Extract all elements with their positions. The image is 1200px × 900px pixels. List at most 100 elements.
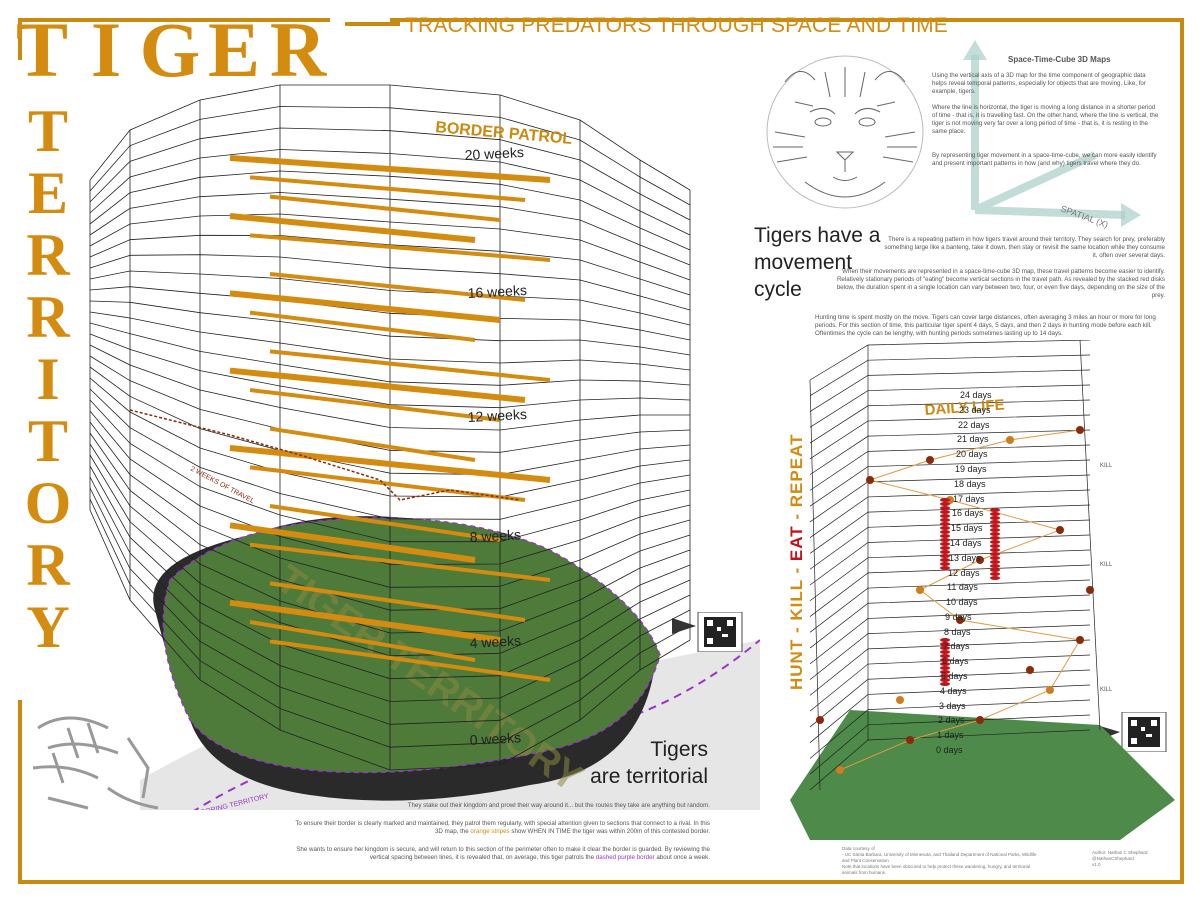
stacked-red-disk <box>940 550 950 554</box>
border-patrol-stripe <box>229 599 501 643</box>
cube-ring <box>809 534 1091 586</box>
stacked-red-disk <box>940 562 950 566</box>
stacked-red-disk <box>990 548 1000 552</box>
subtitle-rule <box>345 22 400 26</box>
stacked-red-disk <box>940 538 950 542</box>
cube-ring <box>89 509 691 771</box>
cube-ring <box>89 432 691 611</box>
cube-ring <box>89 399 691 543</box>
cube-ring <box>809 684 1091 743</box>
day-label: 11 days <box>947 582 978 593</box>
day-label: 16 days <box>952 508 984 519</box>
cube-ring <box>809 549 1091 602</box>
day-label: 1 days <box>937 730 964 741</box>
location-disk <box>916 586 924 594</box>
border-patrol-stripe <box>269 504 501 542</box>
cube-ring <box>89 234 691 296</box>
stacked-red-disk <box>940 546 950 550</box>
title-letter: T <box>27 98 69 164</box>
day-label: 5 days <box>941 671 968 682</box>
qr-code-border[interactable] <box>672 612 752 652</box>
day-label: 24 days <box>960 390 992 400</box>
cube-ring <box>89 454 691 657</box>
location-disk <box>1076 636 1084 644</box>
border-patrol-stripe <box>249 310 476 342</box>
cube-ring <box>89 487 691 725</box>
stacked-red-disk <box>990 508 1000 512</box>
title-letter: G <box>139 6 201 93</box>
location-disk <box>1046 686 1054 694</box>
cube-ring <box>809 504 1091 554</box>
day-label: 2 days <box>938 715 965 726</box>
stacked-red-disk <box>940 542 950 546</box>
cube-ring <box>89 476 691 702</box>
travel-path-label: 2 WEEKS OF TRAVEL <box>189 466 255 506</box>
location-disk <box>836 766 844 774</box>
border-patrol-stripe <box>269 349 551 382</box>
stacked-red-disk <box>940 518 950 522</box>
border-patrol-title: BORDER PATROL <box>435 119 573 148</box>
movement-headline: Tigers have a movement cycle <box>754 224 881 301</box>
title-letter: I <box>90 6 122 93</box>
cube-ring <box>809 654 1091 712</box>
stacked-red-disk <box>940 526 950 530</box>
week-label: 12 weeks <box>467 406 527 425</box>
day-label: 15 days <box>951 523 983 534</box>
stacked-red-disk <box>940 554 950 558</box>
location-disk <box>976 716 984 724</box>
border-patrol-stripe <box>269 639 551 682</box>
location-disk <box>1056 526 1064 534</box>
cube-ring <box>89 322 691 386</box>
credits-right: Author: Nathan C Shephard@NathanCShephar… <box>1092 850 1148 867</box>
stacked-red-disk <box>990 572 1000 576</box>
day-label: 0 days <box>936 745 963 755</box>
day-label: 20 days <box>956 449 988 460</box>
title-letter: T <box>27 408 69 474</box>
cube-ring <box>809 429 1091 475</box>
stacked-red-disk <box>990 544 1000 548</box>
stacked-red-disk <box>990 540 1000 544</box>
day-label: 7 days <box>943 641 970 652</box>
cube-ring <box>809 639 1091 696</box>
stacked-red-disk <box>940 506 950 510</box>
tiger-path <box>839 429 1081 771</box>
subtitle: TRACKING PREDATORS THROUGH SPACE AND TIM… <box>405 14 949 37</box>
cube-ring <box>89 254 691 311</box>
cube-vertical-edge <box>809 379 821 791</box>
day-label: 21 days <box>957 434 989 445</box>
daily-map-base <box>790 710 1175 840</box>
stacked-red-disk <box>940 670 950 674</box>
day-label: 22 days <box>958 419 990 430</box>
cube-ring <box>89 106 691 206</box>
border-patrol-stripe <box>229 367 526 403</box>
cube-ring <box>809 609 1091 665</box>
cube-ring <box>809 519 1091 570</box>
territorial-headline: Tigers are territorial <box>590 738 708 788</box>
daily-life-title: DAILY LIFE <box>924 396 1005 419</box>
stacked-red-disk <box>990 556 1000 560</box>
cube-ring <box>809 579 1091 633</box>
territorial-paragraph-1: They stake out their kingdom and prowl t… <box>407 802 710 809</box>
location-disk <box>976 556 984 564</box>
border-patrol-cube: NEIGHBORING TERRITORY TIGER TERRITORY 20… <box>89 84 760 810</box>
title-letter: R <box>26 222 70 288</box>
cube-ring <box>89 170 691 251</box>
territorial-paragraph-2: To ensure their border is clearly marked… <box>295 820 710 835</box>
day-label: 10 days <box>946 597 978 608</box>
border-patrol-stripe <box>249 542 551 582</box>
day-label: 9 days <box>945 611 972 622</box>
stacked-red-disk <box>940 682 950 686</box>
title-letter: Y <box>26 594 70 660</box>
cube-ring <box>89 366 691 476</box>
tiger-face-sketch <box>766 55 924 209</box>
border-patrol-stripe <box>269 581 526 622</box>
location-disk <box>896 696 904 704</box>
qr-code-daily[interactable] <box>1100 712 1170 752</box>
cube-ring <box>89 465 691 680</box>
stacked-red-disk <box>990 560 1000 564</box>
stacked-red-disk <box>940 510 950 514</box>
day-label: 17 days <box>953 493 985 504</box>
day-label: 4 days <box>940 685 967 696</box>
location-disk <box>1026 666 1034 674</box>
cube-ring <box>89 421 691 588</box>
